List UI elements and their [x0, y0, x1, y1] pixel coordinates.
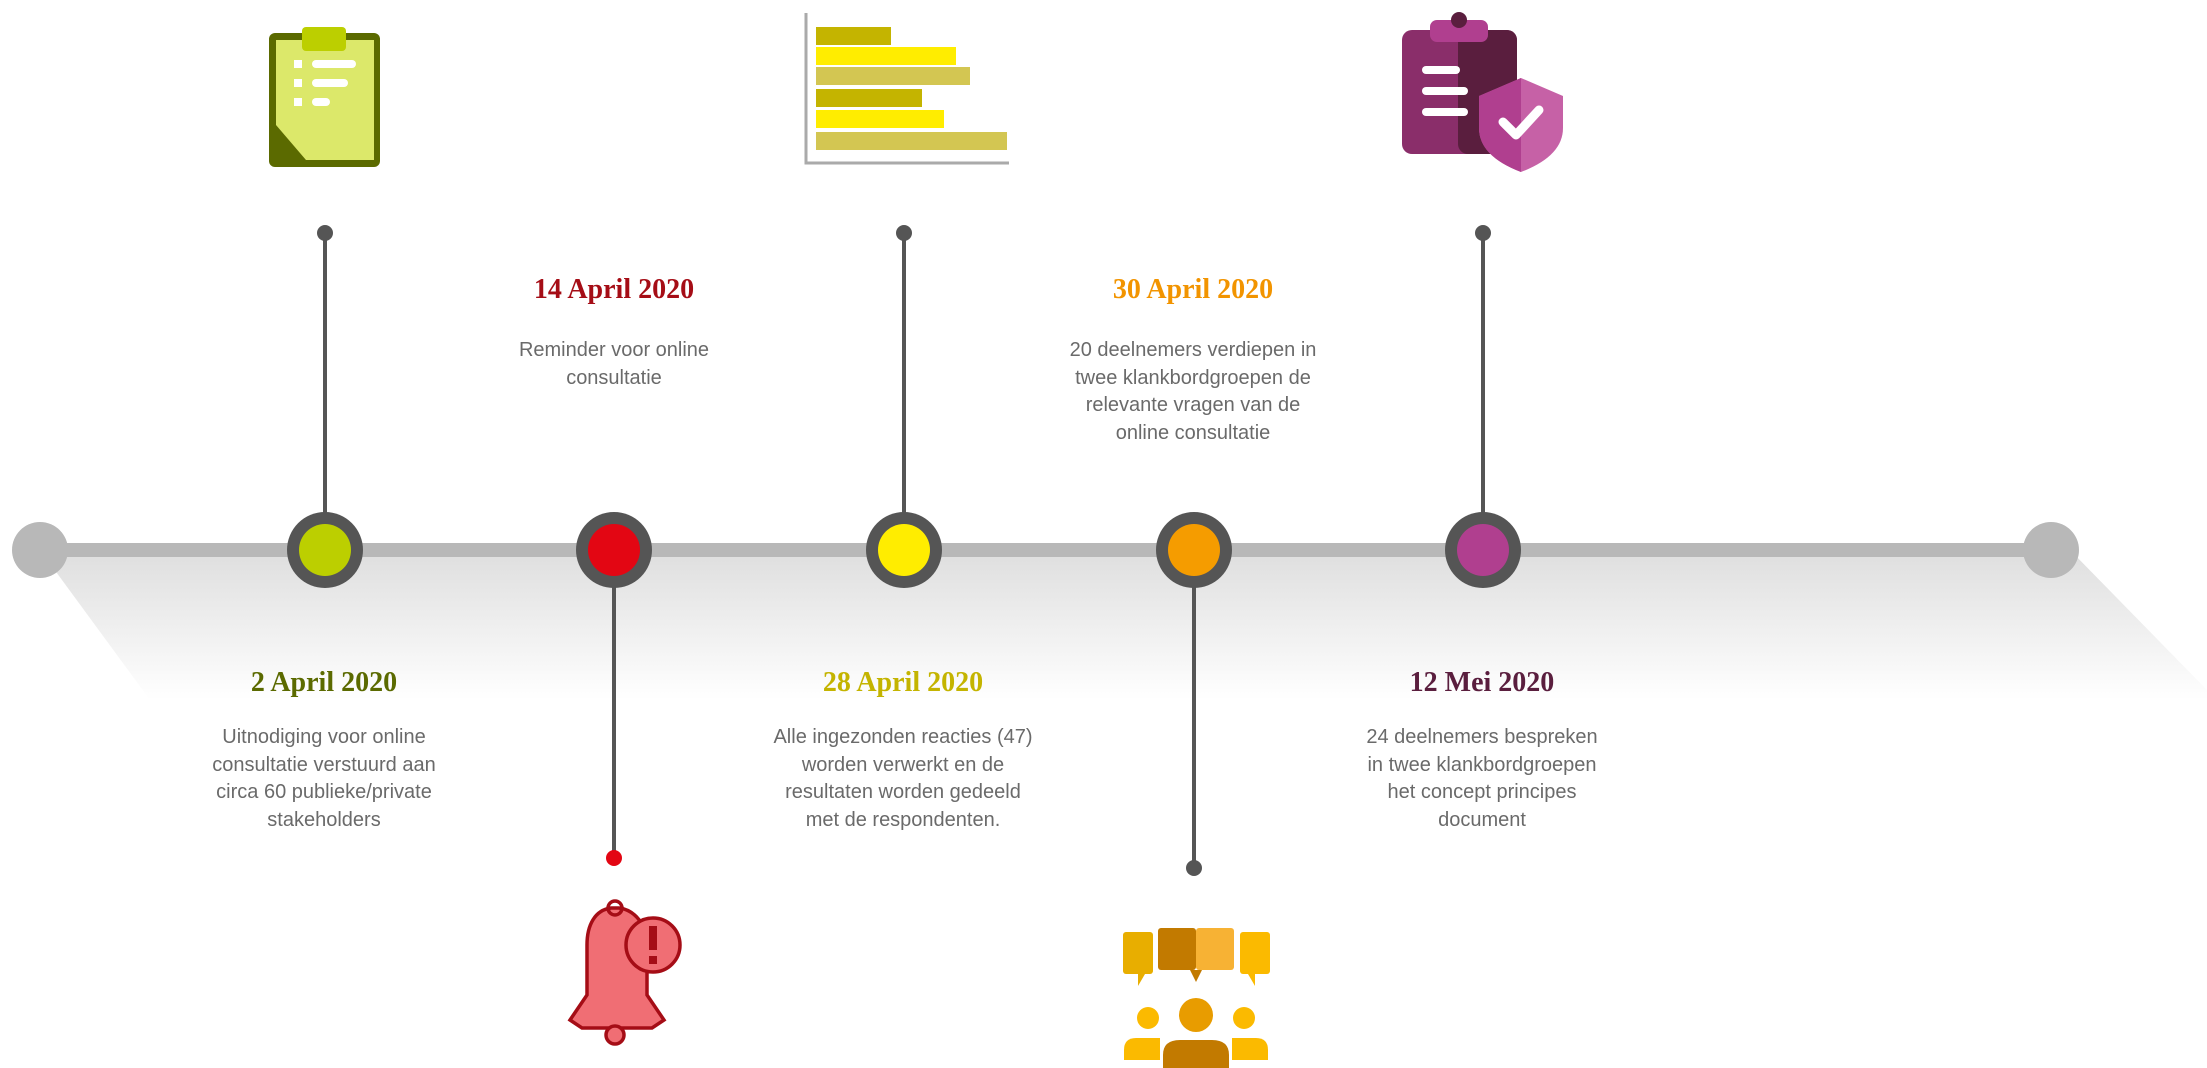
event-description-1: Uitnodiging voor online consultatie vers… — [212, 726, 436, 831]
event-stem-dot-1 — [317, 225, 333, 241]
timeline-end-cap — [2023, 522, 2079, 578]
event-node-3 — [878, 524, 930, 576]
event-date-5: 12 Mei 2020 — [1409, 667, 1555, 698]
event-stem-dot-2 — [606, 850, 622, 866]
group-discussion-icon — [1123, 928, 1270, 1068]
event-node-5 — [1457, 524, 1509, 576]
event-description-2: Reminder voor online consultatie — [518, 339, 710, 389]
timeline-nodes — [287, 512, 1521, 588]
clipboard-list-icon — [269, 27, 380, 167]
event-node-1 — [299, 524, 351, 576]
event-date-1: 2 April 2020 — [250, 667, 398, 698]
bar-chart-icon — [804, 13, 1009, 165]
event-stem-dot-3 — [896, 225, 912, 241]
event-date-3: 28 April 2020 — [822, 667, 984, 698]
bell-alert-icon — [567, 899, 682, 1046]
timeline-stems — [317, 225, 1491, 876]
event-stem-dot-5 — [1475, 225, 1491, 241]
timeline-start-cap — [12, 522, 68, 578]
event-description-5: 24 deelnemers bespreken in twee klankbor… — [1366, 726, 1598, 831]
event-date-2: 14 April 2020 — [533, 274, 695, 305]
event-description-4: 20 deelnemers verdiepen in twee klankbor… — [1069, 339, 1317, 444]
clipboard-shield-icon — [1402, 12, 1563, 172]
event-date-4: 30 April 2020 — [1112, 274, 1274, 305]
timeline-shadow — [40, 550, 2207, 700]
event-stem-dot-4 — [1186, 860, 1202, 876]
event-node-4 — [1168, 524, 1220, 576]
event-node-2 — [588, 524, 640, 576]
event-description-3: Alle ingezonden reacties (47) worden ver… — [773, 726, 1033, 831]
